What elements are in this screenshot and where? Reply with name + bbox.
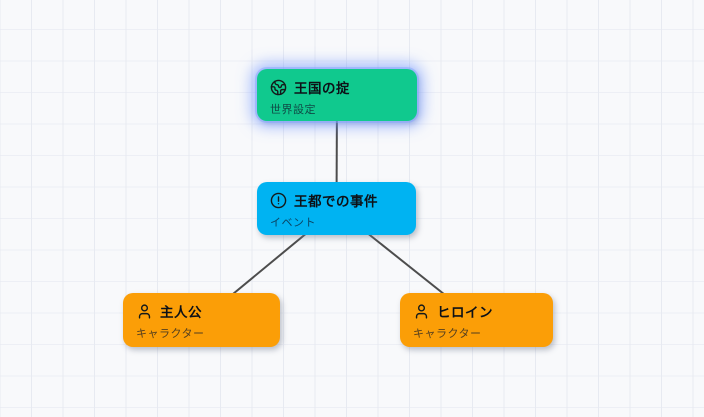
node-subtitle: キャラクター — [136, 327, 205, 340]
node-title: 主人公 — [160, 305, 202, 321]
node-subtitle: イベント — [270, 216, 316, 229]
node-subtitle: 世界設定 — [270, 103, 316, 116]
node-title: ヒロイン — [437, 305, 493, 321]
node-heroine[interactable]: ヒロイン キャラクター — [400, 293, 553, 347]
node-protagonist[interactable]: 主人公 キャラクター — [123, 293, 280, 347]
node-world-rule[interactable]: 王国の掟 世界設定 — [257, 69, 417, 121]
node-capital-incident[interactable]: 王都での事件 イベント — [257, 182, 416, 235]
node-title: 王国の掟 — [294, 81, 350, 97]
alert-circle-icon — [270, 192, 287, 209]
user-icon — [136, 303, 153, 320]
node-subtitle: キャラクター — [413, 327, 482, 340]
user-icon — [413, 303, 430, 320]
node-title: 王都での事件 — [294, 194, 378, 210]
globe-icon — [270, 79, 287, 96]
